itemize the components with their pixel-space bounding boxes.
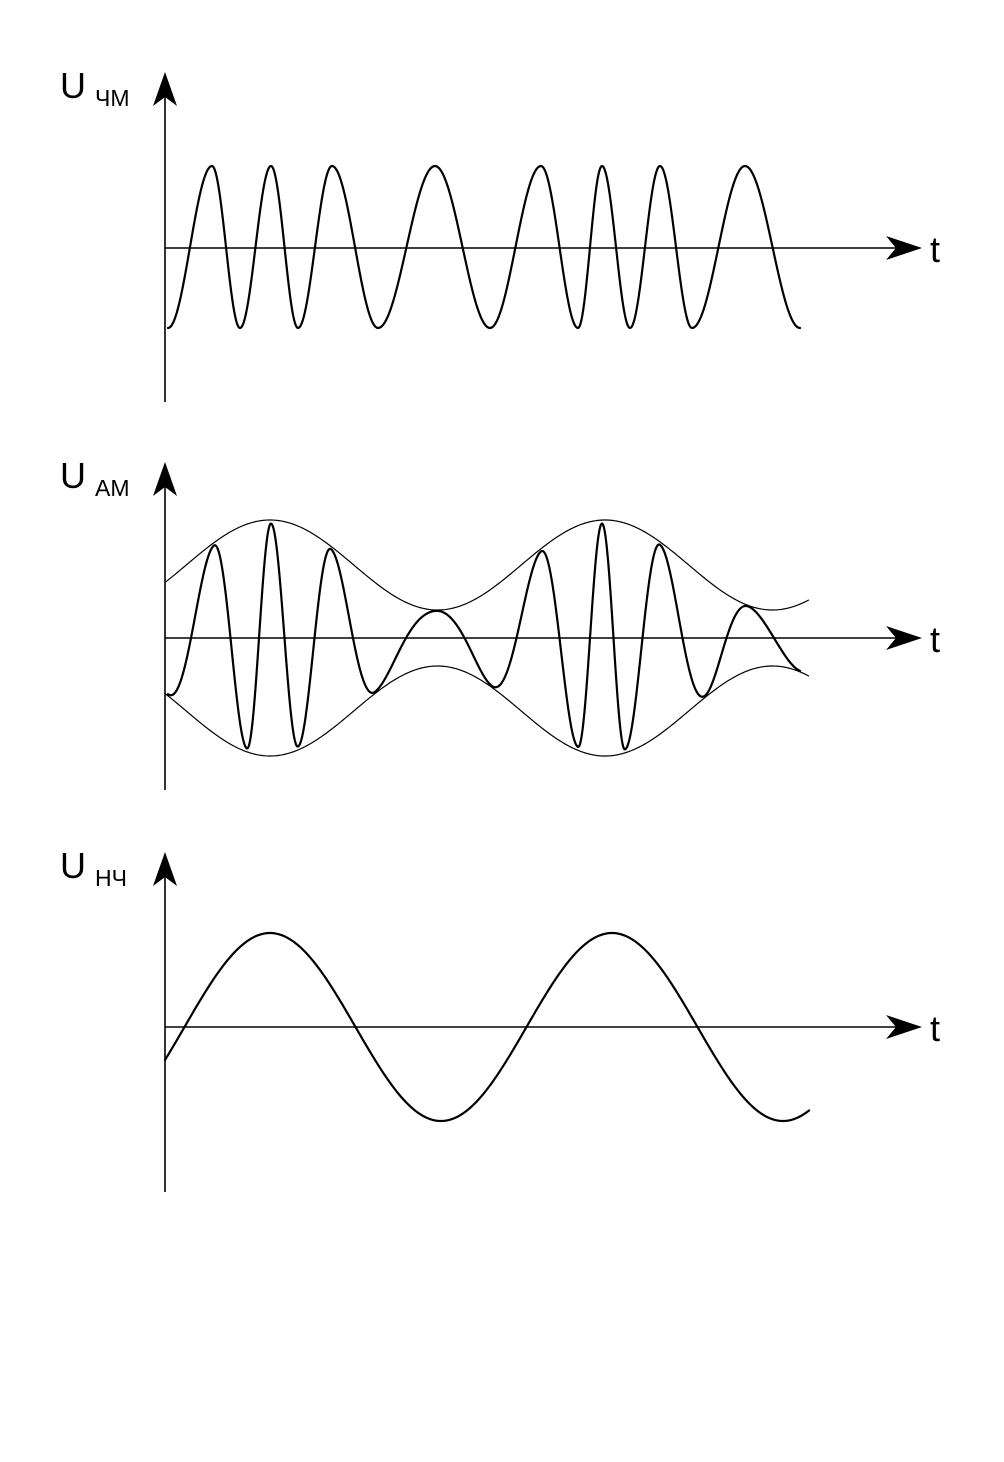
am-x-label: t [930, 619, 940, 660]
lf-y-label: U [60, 845, 86, 886]
lf-y-axis-arrow-icon [153, 852, 177, 886]
fm-x-label: t [930, 229, 940, 270]
fm-signal-curve [166, 164, 802, 330]
fm-x-axis-arrow-icon [886, 236, 922, 260]
fm-y-label: U [60, 65, 86, 106]
panel-am: U АМ t [60, 455, 940, 790]
am-envelope-upper [164, 519, 810, 611]
lf-signal-curve [163, 931, 811, 1123]
am-signal-curve [166, 522, 802, 751]
fm-y-label-sub: ЧМ [95, 85, 130, 111]
panel-fm: U ЧМ t [60, 65, 940, 402]
lf-x-label: t [930, 1008, 940, 1049]
am-x-axis-arrow-icon [886, 626, 922, 650]
lf-x-axis-arrow-icon [886, 1015, 922, 1039]
fm-y-axis-arrow-icon [153, 72, 177, 106]
lf-y-label-sub: НЧ [95, 865, 127, 891]
am-y-label-sub: АМ [95, 475, 130, 501]
am-envelope-lower [164, 665, 810, 757]
am-y-label: U [60, 455, 86, 496]
panel-lf: U НЧ t [60, 845, 940, 1192]
am-y-axis-arrow-icon [153, 462, 177, 496]
